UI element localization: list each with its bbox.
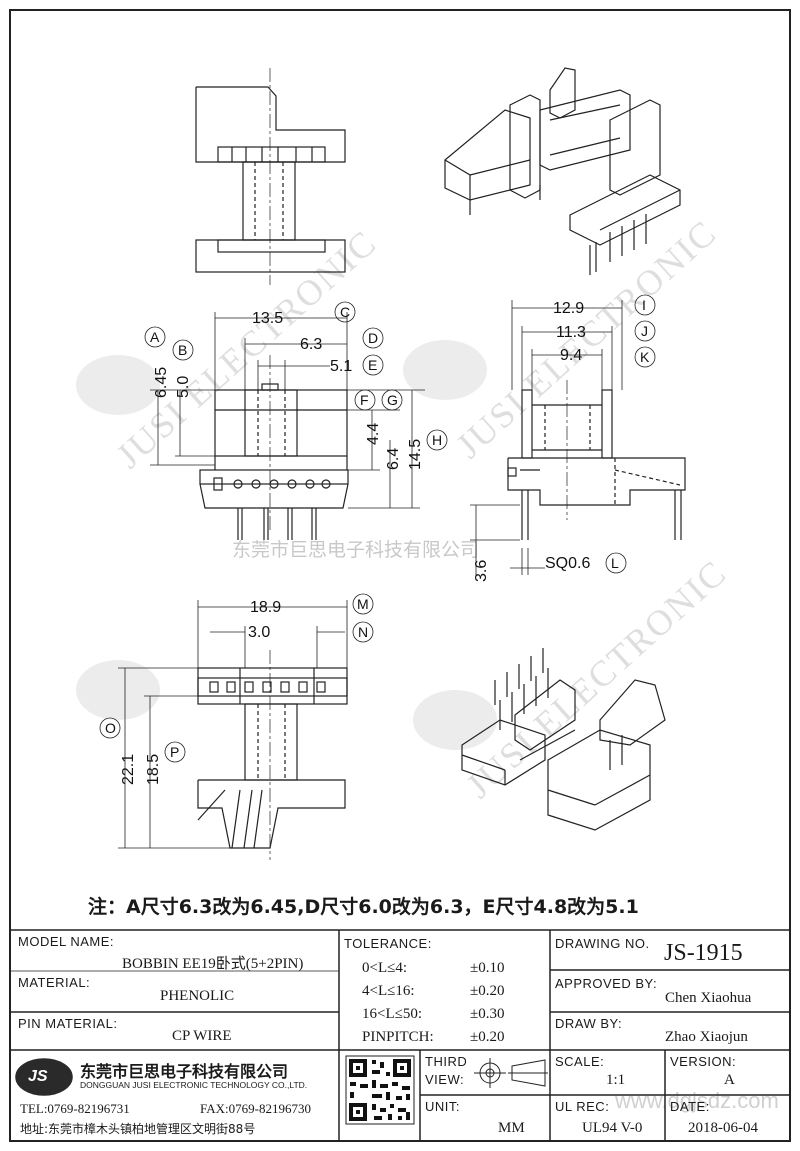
pin-material: CP WIRE — [172, 1028, 232, 1044]
dim-13-5: 13.5 — [252, 310, 283, 327]
tolerance-range-3: PINPITCH: — [362, 1029, 434, 1045]
scale: 1:1 — [606, 1072, 626, 1088]
tolerance-range-2: 16<L≤50: — [362, 1006, 423, 1022]
callout-i: I — [642, 297, 646, 313]
dim-6-45: 6.45 — [153, 367, 170, 398]
ul-rec: UL94 V-0 — [582, 1120, 643, 1136]
front-view — [199, 355, 349, 540]
date-label: DATE: — [670, 1099, 710, 1114]
callout-g: G — [387, 392, 398, 408]
scale-label: SCALE: — [555, 1054, 605, 1069]
dim-9-4: 9.4 — [560, 347, 582, 364]
watermark-website: www.dgjsdz.com — [614, 1088, 779, 1113]
approved-by: Chen Xiaohua — [665, 990, 752, 1006]
bottom-view-dimensions: 18.9 M 3.0 N 22.1 O 18.5 P — [99, 593, 374, 849]
tolerance-label: TOLERANCE: — [344, 936, 432, 951]
top-view — [195, 68, 346, 285]
callout-b: B — [178, 342, 187, 358]
ul-rec-label: UL REC: — [555, 1099, 610, 1114]
company-address: 地址:东莞市樟木头镇柏地管理区文明街88号 — [20, 1122, 256, 1136]
callout-e: E — [368, 357, 377, 373]
callout-l: L — [611, 555, 619, 571]
company-name-en: DONGGUAN JUSI ELECTRONIC TECHNOLOGY CO.,… — [80, 1080, 308, 1090]
dim-18-5: 18.5 — [145, 754, 162, 785]
bottom-view — [197, 650, 348, 860]
qr-code — [345, 1055, 415, 1125]
version: A — [724, 1072, 735, 1088]
company-tel: TEL:0769-82196731 — [20, 1101, 130, 1116]
drawing-no-label: DRAWING NO. — [555, 936, 650, 951]
callout-o: O — [105, 720, 116, 736]
dim-4-4: 4.4 — [365, 423, 382, 445]
unit-label: UNIT: — [425, 1099, 460, 1114]
watermark-logo-2 — [403, 340, 487, 400]
watermark-company-cn: 东莞市巨思电子科技有限公司 — [232, 539, 479, 561]
callout-p: P — [170, 744, 179, 760]
third-view-label-1: THIRD — [425, 1054, 468, 1069]
watermark-logo-3 — [76, 660, 160, 720]
draw-by: Zhao Xiaojun — [665, 1029, 748, 1045]
dim-18-9: 18.9 — [250, 599, 281, 616]
dim-5-1: 5.1 — [330, 358, 352, 375]
tolerance-range-0: 0<L≤4: — [362, 960, 408, 976]
material: PHENOLIC — [160, 988, 235, 1004]
model-name: BOBBIN EE19卧式(5+2PIN) — [122, 956, 304, 972]
dim-12-9: 12.9 — [553, 300, 584, 317]
callout-m: M — [357, 596, 369, 612]
company-name-cn: 东莞市巨思电子科技有限公司 — [80, 1062, 289, 1081]
isometric-view-top — [444, 67, 681, 275]
watermark-logo-4 — [413, 690, 497, 750]
isometric-view-bottom — [461, 648, 666, 831]
tolerance-value-2: ±0.30 — [470, 1006, 505, 1022]
front-view-dimensions: 13.5 C 6.3 D 5.1 E 6.45 A 5.0 B 4.4 F 6.… — [144, 301, 448, 509]
dim-14-5: 14.5 — [407, 439, 424, 470]
pin-material-label: PIN MATERIAL: — [18, 1016, 118, 1031]
material-label: MATERIAL: — [18, 975, 91, 990]
drawing-frame — [9, 9, 791, 1142]
dim-3-0: 3.0 — [248, 624, 270, 641]
tolerance-range-1: 4<L≤16: — [362, 983, 415, 999]
callout-a: A — [150, 329, 160, 345]
callout-k: K — [640, 349, 650, 365]
callout-n: N — [358, 624, 368, 640]
side-view-dimensions: 12.9 I 11.3 J 9.4 K 3.6 SQ0.6 L — [470, 294, 656, 582]
draw-by-label: DRAW BY: — [555, 1016, 623, 1031]
callout-f: F — [360, 392, 369, 408]
dim-sq-0-6: SQ0.6 — [545, 555, 590, 572]
callout-d: D — [368, 330, 378, 346]
dim-11-3: 11.3 — [556, 324, 586, 341]
drawing-no: JS-1915 — [664, 940, 743, 966]
callout-c: C — [340, 304, 350, 320]
callout-j: J — [641, 323, 648, 339]
model-name-label: MODEL NAME: — [18, 934, 115, 949]
company-fax: FAX:0769-82196730 — [200, 1101, 311, 1116]
date: 2018-06-04 — [688, 1120, 758, 1136]
side-view — [507, 380, 686, 540]
watermark-logo-1 — [76, 355, 160, 415]
unit: MM — [498, 1120, 525, 1136]
dim-22-1: 22.1 — [120, 754, 137, 785]
third-view-label-2: VIEW: — [425, 1072, 465, 1087]
dim-5-0: 5.0 — [175, 376, 192, 398]
callout-h: H — [432, 432, 442, 448]
tolerance-value-1: ±0.20 — [470, 983, 505, 999]
dim-6-4: 6.4 — [385, 448, 402, 470]
dim-6-3: 6.3 — [300, 336, 322, 353]
approved-by-label: APPROVED BY: — [555, 976, 658, 991]
company-logo — [15, 1058, 73, 1096]
dim-3-6: 3.6 — [473, 560, 490, 582]
revision-note: 注：A尺寸6.3改为6.45,D尺寸6.0改为6.3，E尺寸4.8改为5.1 — [88, 896, 639, 918]
version-label: VERSION: — [670, 1054, 737, 1069]
tolerance-value-3: ±0.20 — [470, 1029, 505, 1045]
tolerance-value-0: ±0.10 — [470, 960, 505, 976]
company-logo-text: JS — [28, 1068, 48, 1085]
